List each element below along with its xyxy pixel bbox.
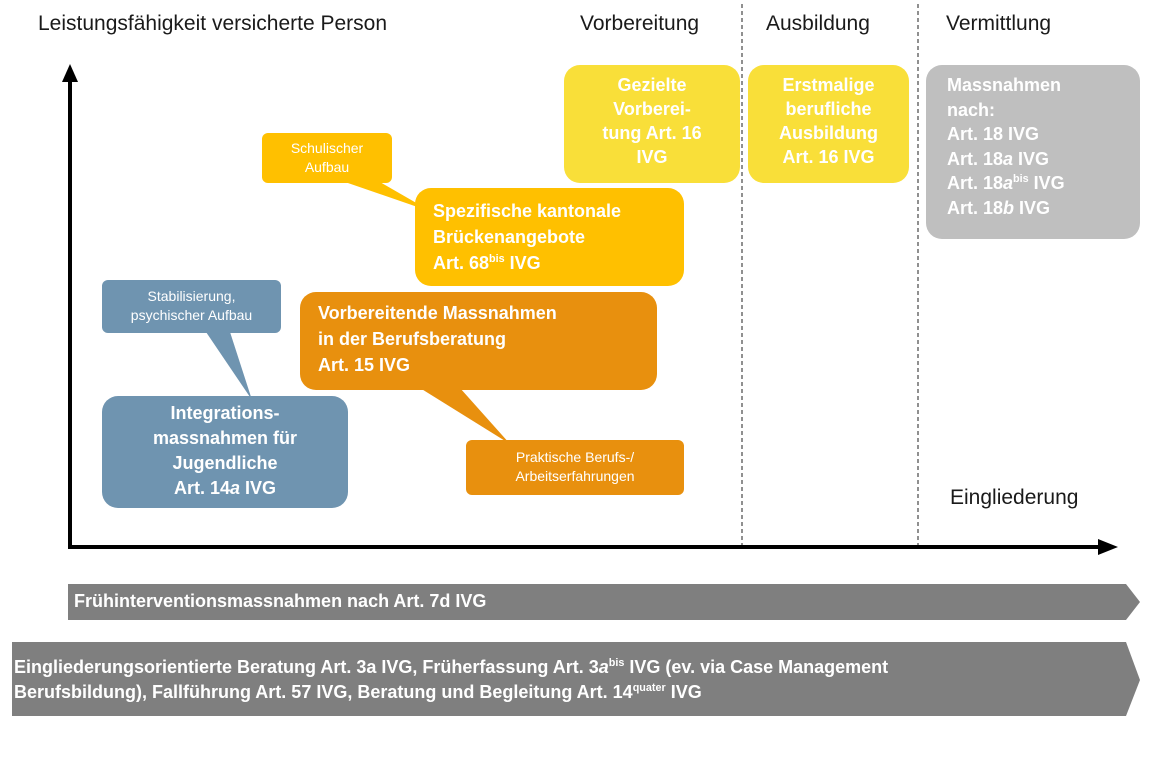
erstmalige-line-1: Erstmalige — [782, 75, 875, 95]
erstmalige-line-2: berufliche — [785, 99, 872, 119]
massnahmen-line-4: Art. 18a IVG — [947, 148, 1050, 169]
erstmalige-line-4: Art. 16 IVG — [782, 147, 875, 167]
stabilisierung-pointer — [206, 332, 252, 400]
praktische-pointer — [420, 388, 510, 444]
integrationsmassnahmen-box: Integrations- massnahmen für Jugendliche… — [102, 396, 348, 508]
praktische-line-2: Arbeitserfahrungen — [515, 468, 635, 484]
beratung-line-1: Eingliederungsorientierte Beratung Art. … — [14, 657, 889, 677]
spezifische-line-3: Art. 68bis IVG — [433, 253, 541, 273]
massnahmen-line-1: Massnahmen — [947, 75, 1062, 95]
massnahmen-line-6: Art. 18b IVG — [947, 197, 1051, 218]
praktische-erfahrungen-callout: Praktische Berufs-/ Arbeitserfahrungen — [466, 440, 684, 495]
integration-line-2: massnahmen für — [152, 428, 298, 448]
integration-line-1: Integrations- — [170, 403, 280, 423]
vorbereitende-line-1: Vorbereitende Massnahmen — [318, 303, 557, 323]
brueckenangebote-box: Spezifische kantonale Brückenangebote Ar… — [415, 188, 684, 286]
gezielte-line-3: tung Art. 16 — [602, 123, 702, 143]
vorbereitende-line-2: in der Berufsberatung — [318, 329, 507, 349]
integration-line-3: Jugendliche — [172, 453, 278, 473]
spezifische-line-2: Brückenangebote — [433, 227, 586, 247]
schulischer-line-2: Aufbau — [304, 159, 350, 175]
integration-line-4: Art. 14a IVG — [173, 478, 277, 498]
gezielte-line-4: IVG — [636, 147, 668, 167]
vorbereitende-massnahmen-box: Vorbereitende Massnahmen in der Berufsbe… — [300, 292, 657, 390]
fruehintervention-banner-shape — [68, 584, 1140, 620]
vorbereitende-line-3: Art. 15 IVG — [318, 355, 411, 375]
massnahmen-line-2: nach: — [947, 99, 996, 120]
beratung-line-2: Berufsbildung), Fallführung Art. 57 IVG,… — [14, 682, 702, 702]
stabilisierung-line-2: psychischer Aufbau — [130, 307, 253, 323]
y-axis-title: Leistungsfähigkeit versicherte Person — [38, 12, 388, 35]
massnahmen-line-3: Art. 18 IVG — [947, 124, 1040, 144]
fruehintervention-banner: Frühinterventionsmassnahmen nach Art. 7d… — [74, 591, 487, 611]
phase-label-vermittlung: Vermittlung — [946, 12, 1052, 35]
schulischer-pointer — [345, 182, 432, 212]
erstmalige-line-3: Ausbildung — [779, 123, 878, 143]
spezifische-line-1: Spezifische kantonale — [433, 201, 622, 221]
phase-label-ausbildung: Ausbildung — [766, 12, 870, 35]
schulischer-aufbau-callout: Schulischer Aufbau — [262, 133, 392, 183]
stabilisierung-callout: Stabilisierung, psychischer Aufbau — [102, 280, 281, 333]
gezielte-vorbereitung-box: Gezielte Vorberei- tung Art. 16 IVG — [564, 65, 740, 183]
y-axis-arrowhead — [62, 64, 78, 82]
x-axis-arrowhead — [1098, 539, 1118, 555]
x-axis-label: Eingliederung — [950, 486, 1079, 509]
praktische-line-1: Praktische Berufs-/ — [515, 449, 635, 465]
massnahmen-vermittlung-box: Massnahmen nach: Art. 18 IVG Art. 18a IV… — [926, 65, 1140, 239]
massnahmen-line-5: Art. 18abis IVG — [947, 173, 1065, 193]
erstmalige-ausbildung-box: Erstmalige berufliche Ausbildung Art. 16… — [748, 65, 909, 183]
phase-label-vorbereitung: Vorbereitung — [580, 12, 700, 35]
schulischer-line-1: Schulischer — [290, 140, 364, 156]
gezielte-line-1: Gezielte — [617, 75, 687, 95]
beratung-banner-shape — [12, 642, 1140, 716]
stabilisierung-line-1: Stabilisierung, — [147, 288, 236, 304]
gezielte-line-2: Vorberei- — [613, 99, 691, 119]
beratung-banner: Eingliederungsorientierte Beratung Art. … — [14, 655, 888, 705]
